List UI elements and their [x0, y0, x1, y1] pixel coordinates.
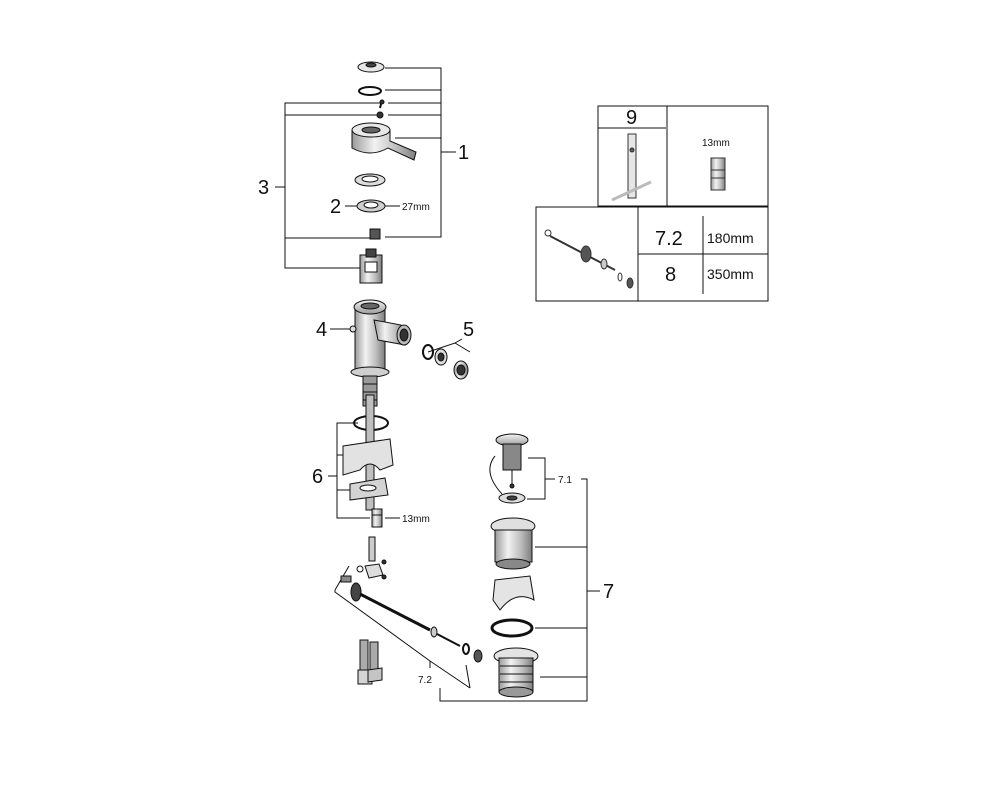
leader-callout-7-2: [334, 565, 471, 689]
spindle-part: [369, 228, 381, 240]
aerator-parts: [422, 344, 469, 380]
o-ring-part: [358, 86, 382, 96]
waste-seal-part: [490, 618, 534, 638]
callout-6: 6: [312, 466, 323, 488]
leader-callout-7-1: [527, 457, 555, 500]
handle-cap-part: [357, 61, 385, 73]
popup-rod-assembly: [340, 536, 483, 663]
callout-7-1: 7.1: [558, 475, 572, 486]
cover-rings-part: [354, 173, 386, 213]
leader-callout-6: [328, 422, 400, 519]
callout-7-2: 7.2: [418, 675, 432, 686]
callout-7: 7: [603, 581, 614, 603]
leader-callout-7: [439, 478, 600, 702]
lever-handle-part: [351, 122, 417, 161]
tap-body-part: [349, 299, 412, 407]
horseshoe-washer-part: [342, 438, 394, 501]
callout-1: 1: [458, 142, 469, 164]
table-row-length: 350mm: [707, 266, 754, 282]
dimension-13mm: 13mm: [402, 514, 430, 525]
tool-9-icon: [611, 133, 652, 202]
dimension-27mm: 27mm: [402, 202, 430, 213]
popup-rod-icon: [544, 229, 634, 289]
leader-callout-5: [427, 338, 471, 353]
table-row-length: 180mm: [707, 230, 754, 246]
fixing-nut-part: [371, 508, 383, 528]
table-row-part: 7.2: [655, 228, 683, 250]
leader-callout-3: [275, 102, 380, 269]
waste-flange-part: [493, 647, 539, 698]
cartridge-part: [359, 248, 383, 284]
callout-2: 2: [330, 196, 341, 218]
plug-washer-part: [498, 492, 526, 504]
leader-callout-1: [385, 67, 456, 238]
callout-3: 3: [258, 177, 269, 199]
spanner-13mm-icon: [710, 157, 726, 191]
callout-4: 4: [316, 319, 327, 341]
flexible-hoses-part: [357, 639, 383, 685]
waste-body-part: [490, 517, 536, 611]
table-row-part: 8: [665, 264, 676, 286]
callout-5: 5: [463, 319, 474, 341]
tool-number: 9: [626, 107, 637, 129]
popup-plug-part: [489, 433, 529, 495]
grub-screw-part: [376, 99, 385, 119]
spares-table: 9 13mm 7.2 180mm 8 350mm: [535, 105, 769, 302]
wrench-size: 13mm: [702, 138, 730, 149]
